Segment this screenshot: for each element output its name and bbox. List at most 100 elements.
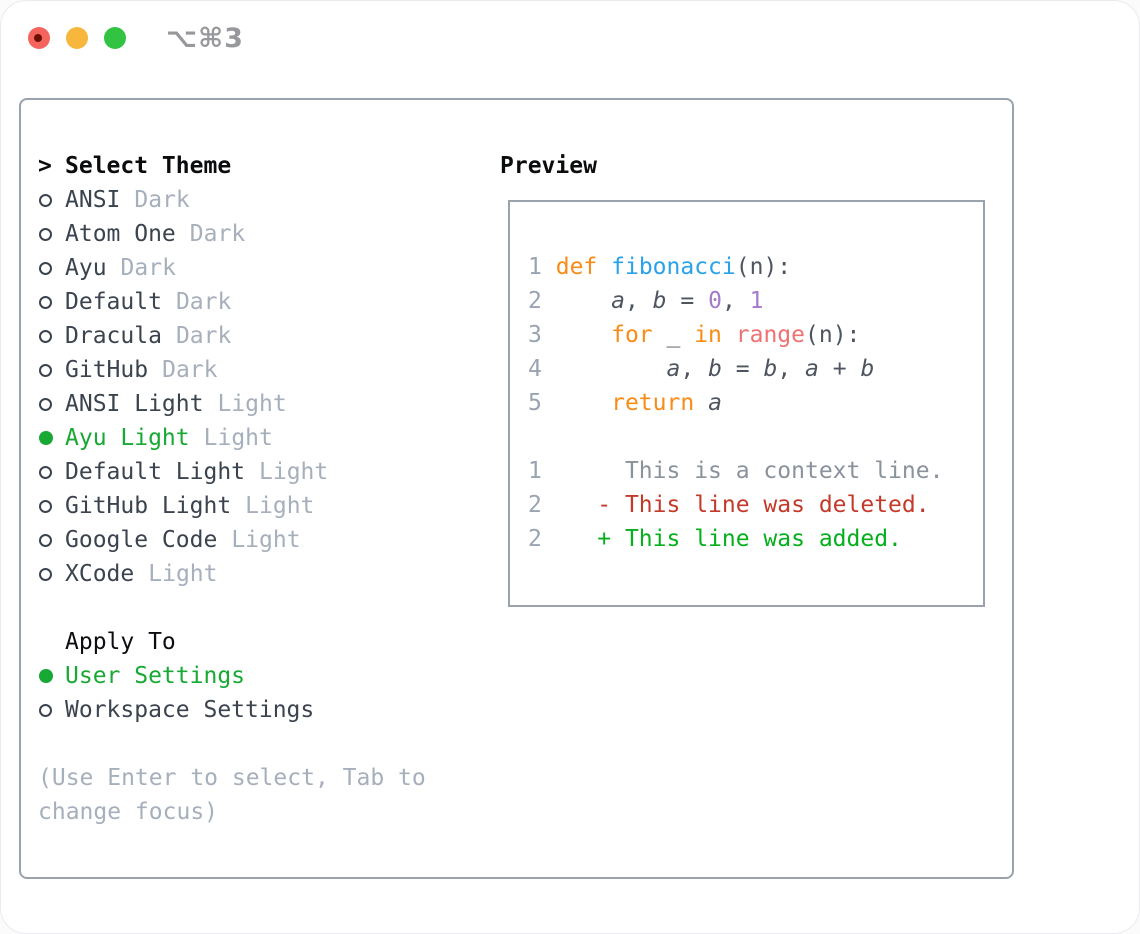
radio-icon [38, 533, 65, 547]
theme-option[interactable]: Default Light Light [38, 455, 426, 489]
code-line: 4 a, b = b, a + b [528, 356, 875, 382]
theme-option[interactable]: ANSI Light Light [38, 387, 426, 421]
diff-line: 2 - This line was deleted. [528, 488, 983, 522]
theme-name: Dracula [65, 323, 162, 349]
window-titlebar: ⌥⌘3 [28, 23, 244, 54]
theme-name: Google Code [65, 527, 218, 553]
line-number: 3 [528, 322, 542, 348]
radio-icon [38, 567, 65, 581]
apply-to-title: Apply To [65, 629, 176, 655]
help-line: (Use Enter to select, Tab to [38, 765, 426, 791]
theme-option[interactable]: Dracula Dark [38, 319, 426, 353]
theme-variant-badge: Light [217, 391, 287, 417]
theme-variant-badge: Light [259, 459, 329, 485]
theme-option[interactable]: Atom One Dark [38, 217, 426, 251]
diff-marker: + [597, 526, 625, 552]
help-text: (Use Enter to select, Tab to change focus… [38, 761, 426, 829]
diff-line: 1 This is a context line. [528, 454, 983, 488]
theme-option[interactable]: XCode Light [38, 557, 426, 591]
help-line: change focus) [38, 799, 219, 825]
diff-preview: 1 This is a context line.2 - This line w… [528, 454, 983, 556]
radio-icon [38, 363, 65, 377]
theme-option[interactable]: GitHub Light Light [38, 489, 426, 523]
code-line: 1 def fibonacci(n): [528, 254, 792, 280]
theme-name: GitHub [65, 357, 149, 383]
apply-option[interactable]: User Settings [38, 659, 426, 693]
line-number: 1 [528, 458, 542, 484]
theme-name: Default Light [65, 459, 246, 485]
window-shortcut-title: ⌥⌘3 [166, 22, 244, 54]
radio-icon [38, 499, 65, 513]
diff-text: This is a context line. [624, 458, 944, 484]
radio-icon [38, 295, 65, 309]
theme-variant-badge: Dark [134, 187, 190, 213]
theme-variant-badge: Dark [175, 323, 232, 349]
apply-option-label: Workspace Settings [65, 697, 315, 723]
diff-marker [597, 458, 625, 484]
diff-marker: - [597, 492, 625, 518]
theme-option[interactable]: Google Code Light [38, 523, 426, 557]
radio-icon [38, 193, 65, 207]
spacer [38, 591, 426, 625]
diff-text: This line was added. [624, 526, 902, 552]
select-theme-header: > Select Theme [38, 149, 426, 183]
selected-radio-icon [38, 669, 65, 683]
line-number: 2 [528, 526, 542, 552]
theme-variant-badge: Dark [162, 357, 218, 383]
theme-variant-badge: Dark [120, 255, 176, 281]
preview-title: Preview [500, 153, 597, 179]
theme-option[interactable]: Ayu Dark [38, 251, 426, 285]
maximize-button[interactable] [104, 27, 126, 49]
theme-variant-badge: Light [148, 561, 218, 587]
line-number: 1 [528, 254, 542, 280]
preview-column: Preview 1 def fibonacci(n): 2 a, b = 0, 1… [500, 149, 985, 607]
code-line: 2 a, b = 0, 1 [528, 288, 764, 314]
preview-header: Preview [500, 149, 597, 183]
theme-variant-badge: Dark [189, 221, 246, 247]
diff-text: This line was deleted. [624, 492, 930, 518]
radio-icon [38, 703, 65, 717]
theme-name: XCode [65, 561, 135, 587]
theme-variant-badge: Light [203, 425, 273, 451]
theme-name: ANSI Light [65, 391, 204, 417]
selection-arrow-icon: > [38, 153, 52, 179]
apply-to-header: Apply To [38, 625, 426, 659]
theme-name: Ayu [65, 255, 107, 281]
theme-variant-badge: Dark [175, 289, 232, 315]
theme-variant-badge: Light [231, 527, 301, 553]
line-number: 2 [528, 492, 542, 518]
selected-radio-icon [38, 431, 65, 445]
theme-variant-badge: Light [245, 493, 315, 519]
preview-box: 1 def fibonacci(n): 2 a, b = 0, 1 3 for _ … [508, 200, 985, 607]
radio-icon [38, 397, 65, 411]
diff-line: 2 + This line was added. [528, 522, 983, 556]
line-number: 5 [528, 390, 542, 416]
theme-option[interactable]: Default Dark [38, 285, 426, 319]
code-line: 5 return a [528, 390, 722, 416]
apply-option-label: User Settings [65, 663, 246, 689]
theme-option[interactable]: GitHub Dark [38, 353, 426, 387]
select-theme-title: Select Theme [65, 153, 232, 179]
line-number: 4 [528, 356, 542, 382]
theme-name: Atom One [65, 221, 176, 247]
apply-option[interactable]: Workspace Settings [38, 693, 426, 727]
spacer [528, 420, 983, 454]
radio-icon [38, 465, 65, 479]
close-button[interactable] [28, 27, 50, 49]
code-line: 3 for _ in range(n): [528, 322, 861, 348]
theme-name: Default [65, 289, 162, 315]
code-preview: 1 def fibonacci(n): 2 a, b = 0, 1 3 for _ … [528, 250, 983, 420]
theme-name: GitHub Light [65, 493, 232, 519]
close-dot-icon [34, 34, 42, 42]
line-number: 2 [528, 288, 542, 314]
minimize-button[interactable] [66, 27, 88, 49]
radio-icon [38, 227, 65, 241]
radio-icon [38, 329, 65, 343]
